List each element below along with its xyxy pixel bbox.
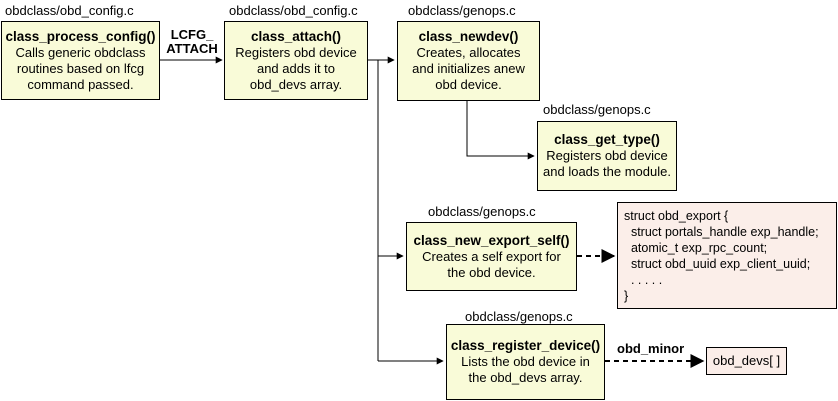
function-desc-line: routines based on lfcg <box>16 60 145 76</box>
edge-label-obd-minor: obd_minor <box>617 341 685 356</box>
struct-line: struct portals_handle exp_handle; <box>624 224 819 239</box>
function-desc-line: the obd_devs array. <box>468 370 583 385</box>
function-desc-line: obd_devs array. <box>249 76 343 92</box>
node-class-process-config: class_process_config() Calls generic obd… <box>1 21 160 100</box>
function-name: class_process_config() <box>5 28 156 44</box>
obd-devs-array-box: obd_devs[ ] <box>706 347 787 375</box>
node-class-newdev: class_newdev() Creates, allocates and in… <box>397 21 540 101</box>
file-label-process-config: obdclass/obd_config.c <box>5 3 134 18</box>
function-desc-line: Creates, allocates <box>416 45 521 60</box>
node-class-attach: class_attach() Registers obd device and … <box>224 21 368 100</box>
node-class-register-device: class_register_device() Lists the obd de… <box>446 324 605 400</box>
function-desc-line: and loads the module. <box>543 164 671 179</box>
edge-label-line: ATTACH <box>166 41 218 56</box>
node-class-new-export-self: class_new_export_self() Creates a self e… <box>406 222 577 291</box>
function-desc-line: Calls generic obdclass <box>15 44 146 60</box>
struct-line: struct obd_export { <box>624 208 729 223</box>
file-label-newdev: obdclass/genops.c <box>408 3 516 18</box>
struct-line: struct obd_uuid exp_client_uuid; <box>624 256 811 271</box>
function-desc-line: command passed. <box>27 76 134 92</box>
file-label-get-type: obdclass/genops.c <box>543 102 651 117</box>
edge-newdev-to-gettype <box>466 101 535 160</box>
function-desc-line: and adds it to <box>256 60 336 76</box>
function-name: class_new_export_self() <box>413 232 570 248</box>
obd-devs-label: obd_devs[ ] <box>712 353 781 368</box>
struct-obd-export-box: struct obd_export { struct portals_handl… <box>617 202 837 309</box>
function-desc-line: and initializes anew <box>412 61 525 76</box>
file-label-register-device: obdclass/genops.c <box>465 309 573 324</box>
function-name: class_get_type() <box>554 132 660 147</box>
function-desc-line: Creates a self export for <box>422 248 561 264</box>
edge-label-line: LCFG_ <box>170 27 214 42</box>
function-desc-line: the obd device. <box>447 264 536 280</box>
edge-label-lcfg-attach: LCFG_ ATTACH <box>163 28 221 56</box>
struct-line: atomic_t exp_rpc_count; <box>624 240 768 255</box>
struct-line: } <box>624 288 629 303</box>
file-label-new-export-self: obdclass/genops.c <box>428 204 536 219</box>
function-desc-line: Registers obd device <box>235 44 357 60</box>
function-name: class_newdev() <box>418 29 519 44</box>
function-desc-line: Lists the obd device in <box>461 354 590 369</box>
function-desc-line: obd device. <box>435 77 502 92</box>
node-class-get-type: class_get_type() Registers obd device an… <box>537 121 677 191</box>
function-name: class_attach() <box>250 28 342 44</box>
file-label-attach: obdclass/obd_config.c <box>229 3 358 18</box>
function-desc-line: Registers obd device <box>546 148 668 163</box>
function-name: class_register_device() <box>450 338 601 353</box>
struct-line: . . . . . <box>624 272 663 287</box>
